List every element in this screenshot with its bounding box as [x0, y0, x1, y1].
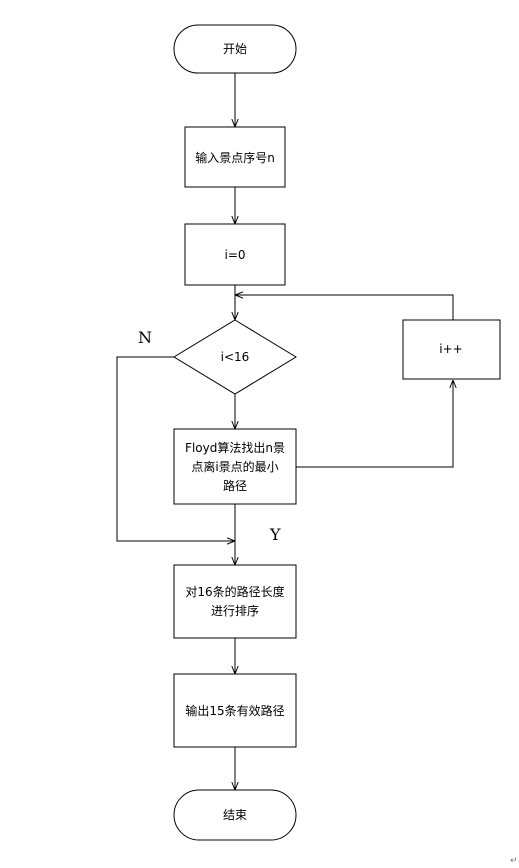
yes-branch-label: Y	[269, 525, 281, 544]
init-node: i=0	[184, 223, 286, 286]
condition-label: i<16	[221, 350, 250, 364]
end-label: 结束	[223, 808, 247, 822]
arrow-floyd-to-increment	[296, 380, 453, 468]
condition-node: i<16	[173, 319, 297, 395]
input-label: 输入景点序号n	[195, 150, 275, 165]
paragraph-mark-icon: ↵	[510, 856, 518, 866]
increment-node: i++	[402, 319, 501, 380]
sort-label-line-1: 对16条的路径长度	[185, 584, 284, 599]
input-node: 输入景点序号n	[184, 126, 286, 188]
sort-label-line-2: 进行排序	[211, 603, 259, 618]
init-label: i=0	[224, 248, 245, 262]
floyd-label-line-3: 路径	[223, 478, 247, 493]
increment-label: i++	[439, 342, 462, 356]
connectors	[116, 73, 454, 790]
sort-node: 对16条的路径长度 进行排序	[173, 564, 297, 639]
floyd-node: Floyd算法找出n景 点离i景点的最小 路径	[173, 428, 297, 505]
output-label: 输出15条有效路径	[185, 703, 284, 718]
no-branch-label: N	[138, 328, 152, 347]
output-node: 输出15条有效路径	[173, 673, 297, 748]
floyd-label-line-1: Floyd算法找出n景	[185, 440, 285, 455]
arrow-no-branch	[116, 356, 235, 541]
floyd-label-line-2: 点离i景点的最小	[191, 459, 278, 474]
end-node: 结束	[173, 789, 297, 841]
start-node: 开始	[173, 24, 297, 74]
arrow-increment-to-loop	[235, 295, 454, 320]
start-label: 开始	[223, 42, 247, 56]
